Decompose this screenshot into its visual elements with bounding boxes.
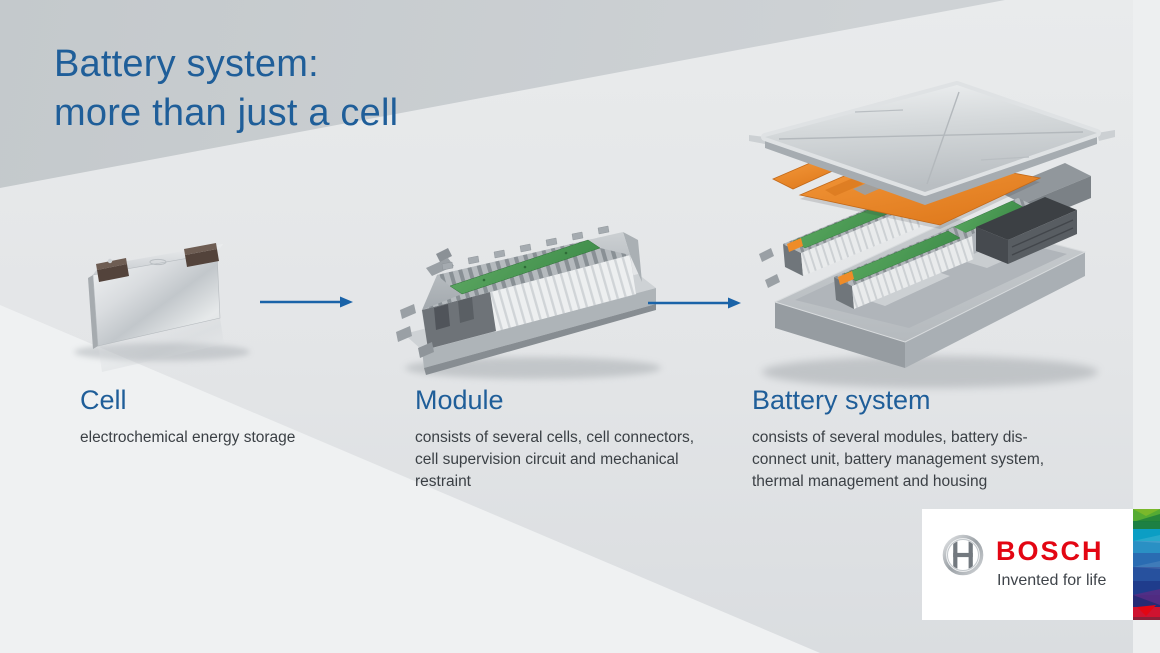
section-battery-system: Battery system consists of several modul… xyxy=(752,385,1082,493)
arrow-right-icon xyxy=(258,295,354,314)
page-title-line1: Battery system: xyxy=(54,43,319,85)
cell-image xyxy=(70,228,360,383)
bosch-logo: BOSCH Invented for life xyxy=(922,509,1133,620)
section-description: electrochemical energy storage xyxy=(80,427,380,449)
module-image xyxy=(388,198,678,393)
section-description-line: consists of several cells, cell connecto… xyxy=(415,429,695,446)
section-description-line: cell supervision circuit and mechanical xyxy=(415,451,679,468)
section-description-line: consists of several modules, battery dis… xyxy=(752,429,1028,446)
section-module: Module consists of several cells, cell c… xyxy=(415,385,725,493)
arrow-right-icon xyxy=(646,296,742,315)
battery-system-image xyxy=(735,48,1115,403)
section-description-line: connect unit, battery management system, xyxy=(752,451,1045,468)
section-label: Battery system xyxy=(752,385,931,415)
section-description-line: restraint xyxy=(415,473,471,490)
bosch-anchor-icon xyxy=(941,533,985,582)
section-description-line: thermal management and housing xyxy=(752,473,988,490)
page-title-line2: more than just a cell xyxy=(54,92,399,134)
section-cell: Cell electrochemical energy storage xyxy=(80,385,380,449)
section-description: consists of several modules, battery dis… xyxy=(752,427,1082,493)
bosch-color-bar xyxy=(1133,509,1160,625)
bosch-wordmark: BOSCH xyxy=(996,536,1104,566)
section-description: consists of several cells, cell connecto… xyxy=(415,427,725,493)
section-description-line: electrochemical energy storage xyxy=(80,429,296,446)
section-label: Cell xyxy=(80,385,127,415)
section-label: Module xyxy=(415,385,504,415)
bosch-tagline: Invented for life xyxy=(997,572,1107,589)
page-title: Battery system: more than just a cell xyxy=(54,40,398,138)
